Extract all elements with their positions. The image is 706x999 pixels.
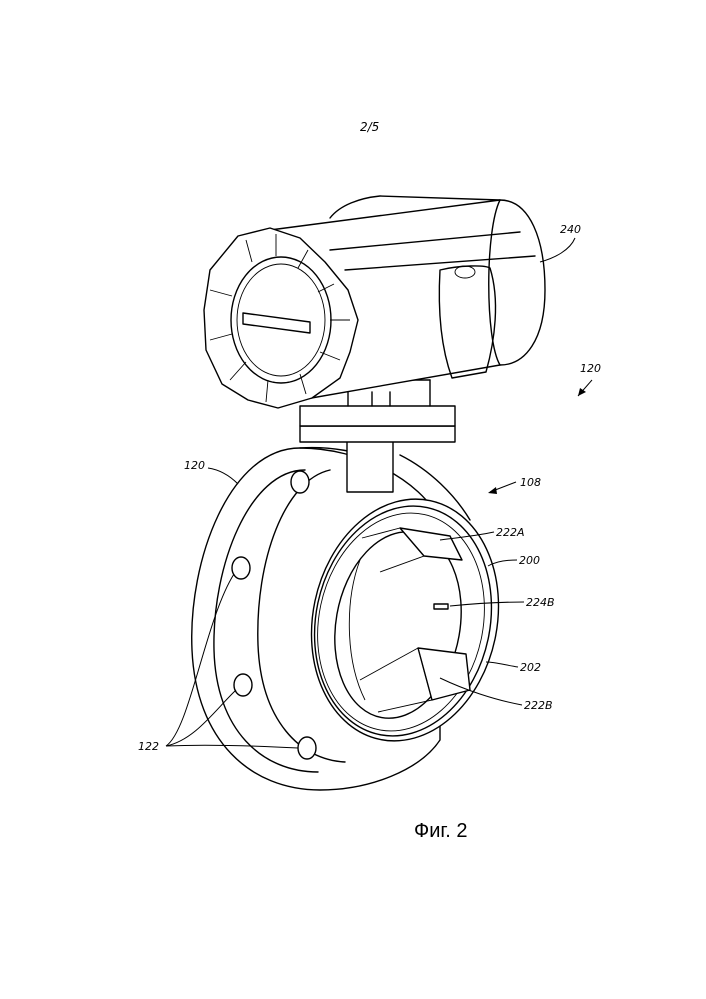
bolt-hole [291,471,309,493]
label-222a: 222A [496,526,525,539]
label-108: 108 [520,476,541,489]
label-200: 200 [519,554,540,567]
transmitter-housing [204,196,545,408]
label-224b: 224B [526,596,555,609]
page-number: 2/5 [360,120,379,134]
sensor-224b [434,604,448,609]
label-240: 240 [560,223,581,236]
bolt-hole [232,557,250,579]
figure-caption: Фиг. 2 [414,820,467,842]
label-120-top: 120 [580,362,601,375]
label-122: 122 [138,740,159,753]
bolt-hole [234,674,252,696]
bolt-hole [298,737,316,759]
label-222b: 222B [524,699,553,712]
label-120-left: 120 [184,459,205,472]
label-202: 202 [520,661,541,674]
